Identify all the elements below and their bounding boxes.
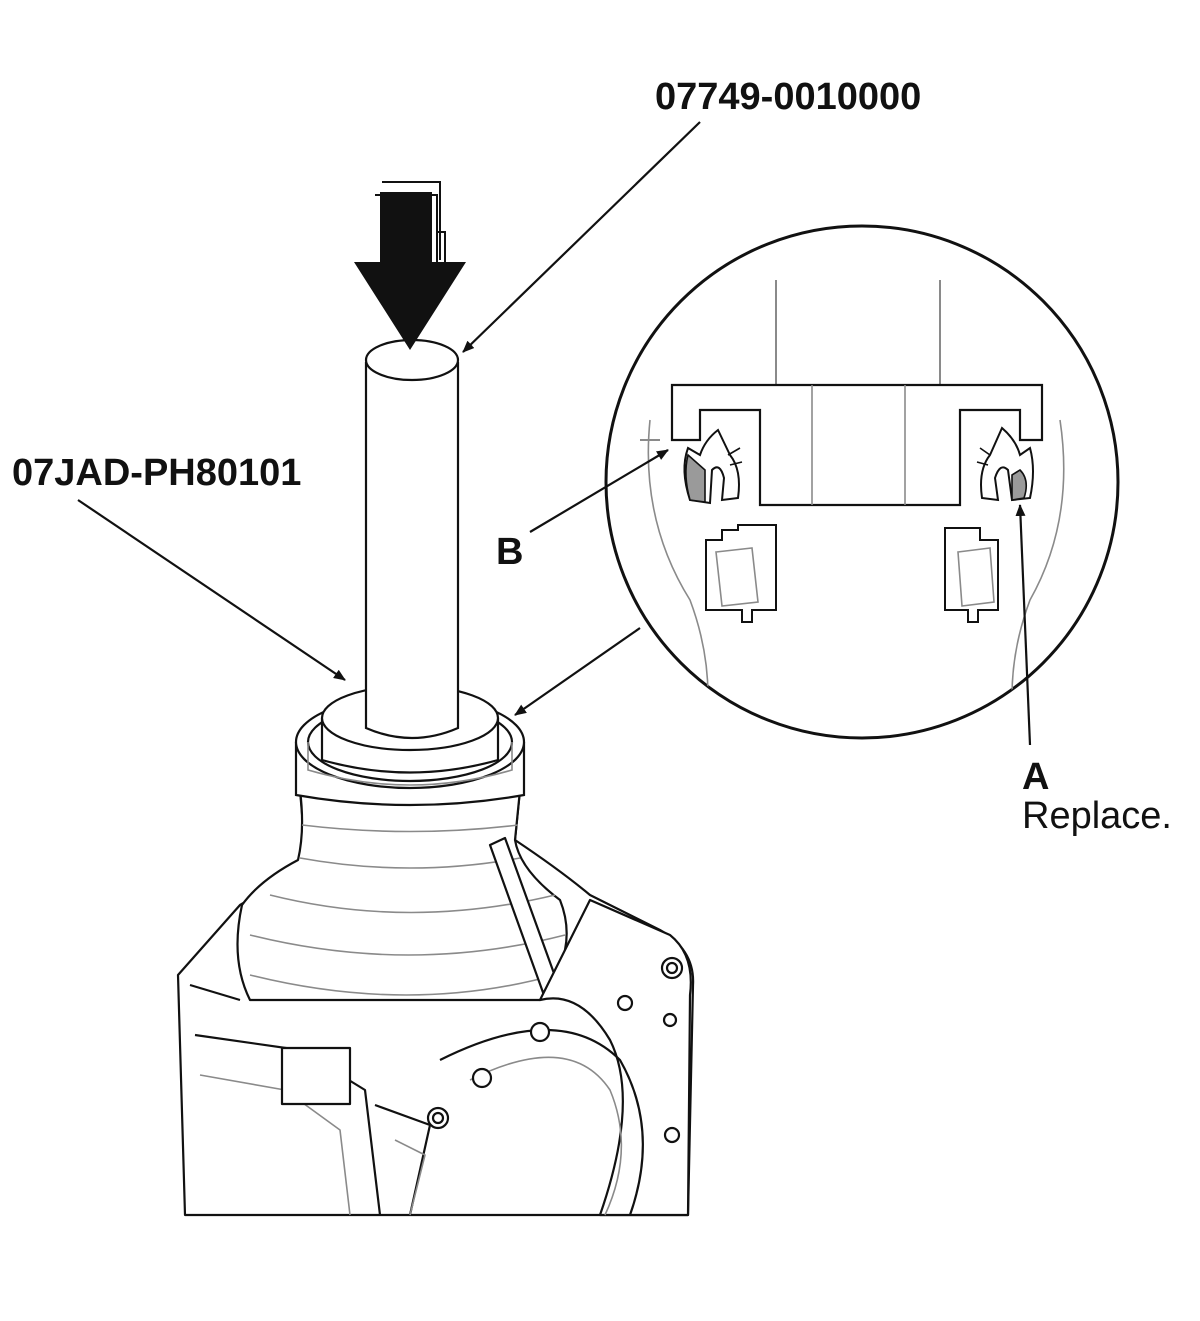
label-part-b: B [496,531,524,573]
transmission-housing [176,788,695,1217]
leader-a [1015,504,1032,746]
attachment-section [670,383,1044,507]
force-arrow [354,181,466,350]
detail-view [604,224,1120,740]
driver-handle [364,338,460,740]
label-tool-07jad: 07JAD-PH80101 [12,452,302,494]
bearing-right [944,527,999,623]
leader-tool-top [462,121,701,353]
leader-detail [514,627,641,716]
flange-plate [538,898,692,1217]
bearing-left [705,524,777,623]
label-part-a-note: Replace. [1022,795,1172,837]
label-part-a: A [1022,756,1050,798]
leader-tool-left [77,499,346,681]
boot-outline [236,788,568,1002]
label-tool-07749: 07749-0010000 [655,76,922,118]
leader-b [529,449,669,533]
leader-lines [77,121,1032,746]
